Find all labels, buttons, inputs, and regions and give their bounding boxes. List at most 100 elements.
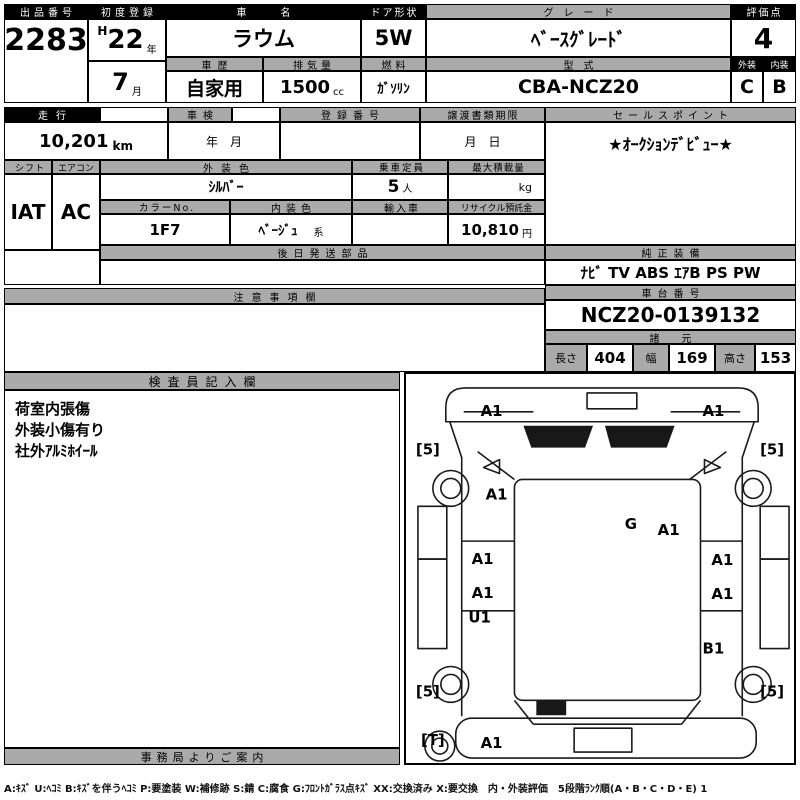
fuel-header: 燃料: [361, 57, 426, 71]
damage-mark-G: G: [625, 515, 637, 533]
door-shape-header: ドア形状: [361, 4, 426, 19]
car-name-value: ラウム: [166, 19, 361, 57]
damage-mark-U1: U1: [468, 609, 490, 627]
mirror-right: [703, 458, 722, 475]
body-side-right: [741, 421, 755, 717]
import-header: 輸入車: [352, 200, 448, 214]
left-rear-door-panel: [417, 558, 448, 650]
body-side-left: [449, 421, 463, 717]
interior-grade-header: 内装: [763, 57, 796, 71]
office-info-header: 事務局よりご案内: [4, 748, 400, 765]
exterior-color-header: 外装色: [100, 160, 352, 174]
capacity-unit: 人: [402, 184, 413, 195]
mileage-header: 走行: [4, 107, 100, 122]
mileage-value: 10,201: [39, 130, 109, 152]
registration-number-value: [280, 122, 420, 160]
transfer-deadline-header: 譲渡書類期限: [420, 107, 545, 122]
score-value: 4: [731, 19, 796, 57]
model-code-value: CBA-NCZ20: [426, 71, 731, 103]
rear-pillar-right: [680, 699, 702, 725]
left-front-door-panel: [417, 505, 448, 560]
registration-number-header: 登録番号: [280, 107, 420, 122]
front-bumper: [444, 387, 759, 423]
fuel-value: ｶﾞｿﾘﾝ: [361, 71, 426, 103]
color-number-header: カラーNo.: [100, 200, 230, 214]
exterior-grade-header: 外装: [731, 57, 763, 71]
genuine-equipment-header: 純正装備: [545, 245, 796, 260]
later-parts-header: 後日発送部品: [100, 245, 545, 260]
width-value: 169: [669, 344, 715, 372]
aircon-value: AC: [52, 174, 100, 250]
spare-tire: [424, 730, 456, 762]
damage-mark-A1: A1: [486, 485, 508, 503]
caution-area: [4, 304, 545, 372]
mileage-unit: km: [112, 139, 133, 153]
era-code: H: [97, 24, 108, 38]
damage-mark-T: [T]: [421, 731, 445, 749]
windshield-right-pillar: [689, 450, 727, 481]
shift-block-filler: [4, 250, 100, 285]
reg-month-value: 7: [112, 68, 129, 96]
max-load-unit: kg: [518, 180, 532, 194]
recycle-deposit-unit: 円: [521, 229, 532, 240]
damage-mark-A1: A1: [481, 402, 503, 420]
windshield-left-pillar: [477, 450, 515, 481]
aircon-header: エアコン: [52, 160, 100, 174]
damage-mark-5: [5]: [416, 441, 440, 459]
max-load-header: 最大積載量: [448, 160, 545, 174]
model-code-header: 型式: [426, 57, 731, 71]
displacement-header: 排気量: [263, 57, 361, 71]
exterior-grade-value: C: [731, 71, 763, 103]
sales-point-value: ★ｵｰｸｼｮﾝﾃﾞﾋﾞｭｰ★: [545, 122, 796, 245]
damage-mark-5: [5]: [760, 441, 784, 459]
capacity-value: 5: [387, 177, 400, 197]
shift-header: シフト: [4, 160, 52, 174]
import-value: [352, 214, 448, 245]
rear-wiper-block: [536, 700, 567, 716]
grade-value: ﾍﾞｰｽｸﾞﾚｰﾄﾞ: [426, 19, 731, 57]
interior-color-value: ﾍﾞｰｼﾞｭ: [258, 224, 298, 239]
shaken-header: 車検: [168, 107, 232, 122]
lot-number-header: 出品番号: [4, 4, 88, 19]
genuine-equipment-value: ﾅﾋﾞ TV ABS ｴｱB PS PW: [545, 260, 796, 285]
damage-mark-A1: A1: [711, 585, 733, 603]
caution-header: 注意事項欄: [4, 288, 545, 304]
capacity-cell: 5 人: [352, 174, 448, 200]
grade-header: グレード: [426, 4, 731, 19]
interior-color-cell: ﾍﾞｰｼﾞｭ 系: [230, 214, 352, 245]
car-history-header: 車歴: [166, 57, 263, 71]
recycle-deposit-value: 10,810: [461, 220, 519, 239]
damage-code-legend: A:ｷｽﾞ U:ﾍｺﾐ B:ｷｽﾞを伴うﾍｺﾐ P:要塗装 W:補修跡 S:錆 …: [4, 784, 708, 795]
rear-right-wheel: [734, 665, 772, 704]
score-header: 評価点: [731, 4, 796, 19]
reg-month-unit: 月: [131, 87, 142, 98]
front-plate: [586, 392, 638, 410]
mileage-cell: 10,201 km: [4, 122, 168, 160]
interior-grade-value: B: [763, 71, 796, 103]
damage-mark-5: [5]: [760, 682, 784, 700]
car-name-header: 車 名: [166, 4, 361, 19]
rear-left-wheel: [432, 665, 470, 704]
door-shape-value: 5W: [361, 19, 426, 57]
reg-year-value: 22: [107, 25, 144, 55]
rear-bumper: [454, 717, 757, 759]
rear-plate: [573, 727, 633, 753]
damage-mark-B1: B1: [703, 640, 725, 658]
interior-color-suffix: 系: [313, 228, 324, 239]
max-load-cell: kg: [448, 174, 545, 200]
mileage-header-filler: [100, 107, 168, 122]
inspector-notes: 荷室内張傷 外装小傷有り 社外ｱﾙﾐﾎｲｰﾙ: [4, 390, 400, 748]
recycle-deposit-cell: 10,810 円: [448, 214, 545, 245]
damage-mark-A1: A1: [658, 521, 680, 539]
height-label: 高さ: [715, 344, 755, 372]
length-value: 404: [587, 344, 633, 372]
first-registration-header: 初度登録: [88, 4, 166, 19]
displacement-value: 1500: [279, 76, 331, 98]
right-front-door-panel: [759, 505, 790, 560]
capacity-header: 乗車定員: [352, 160, 448, 174]
sales-point-header: セールスポイント: [545, 107, 796, 122]
front-left-wheel: [432, 469, 470, 508]
shaken-value: 年 月: [168, 122, 280, 160]
